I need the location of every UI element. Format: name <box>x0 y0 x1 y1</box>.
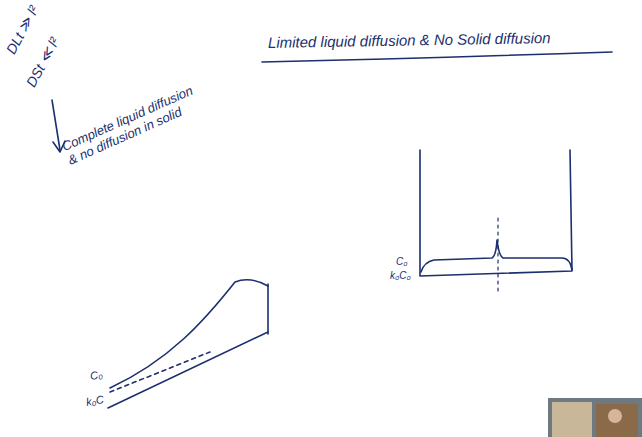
axis-label: k₀C₀ <box>390 270 411 282</box>
axis-label: C₀ <box>396 256 407 268</box>
axis-label: C₀ <box>89 368 104 383</box>
case-note: Complete liquid diffusion & no diffusion… <box>60 80 209 168</box>
right-wall <box>267 284 269 334</box>
condition-note: DLt ≫ l² <box>3 3 42 57</box>
baseline <box>108 332 268 408</box>
graph-frame <box>420 150 572 276</box>
concentration-profile <box>421 240 572 272</box>
title-underline <box>262 52 612 62</box>
title: Limited liquid diffusion & No Solid diff… <box>268 29 551 51</box>
video-thumbnail <box>548 398 642 437</box>
interface-line <box>497 218 498 292</box>
concentration-curve <box>110 280 268 388</box>
condition-note: DSt ≪ l² <box>23 35 63 90</box>
axis-label: k₀C <box>85 393 105 409</box>
